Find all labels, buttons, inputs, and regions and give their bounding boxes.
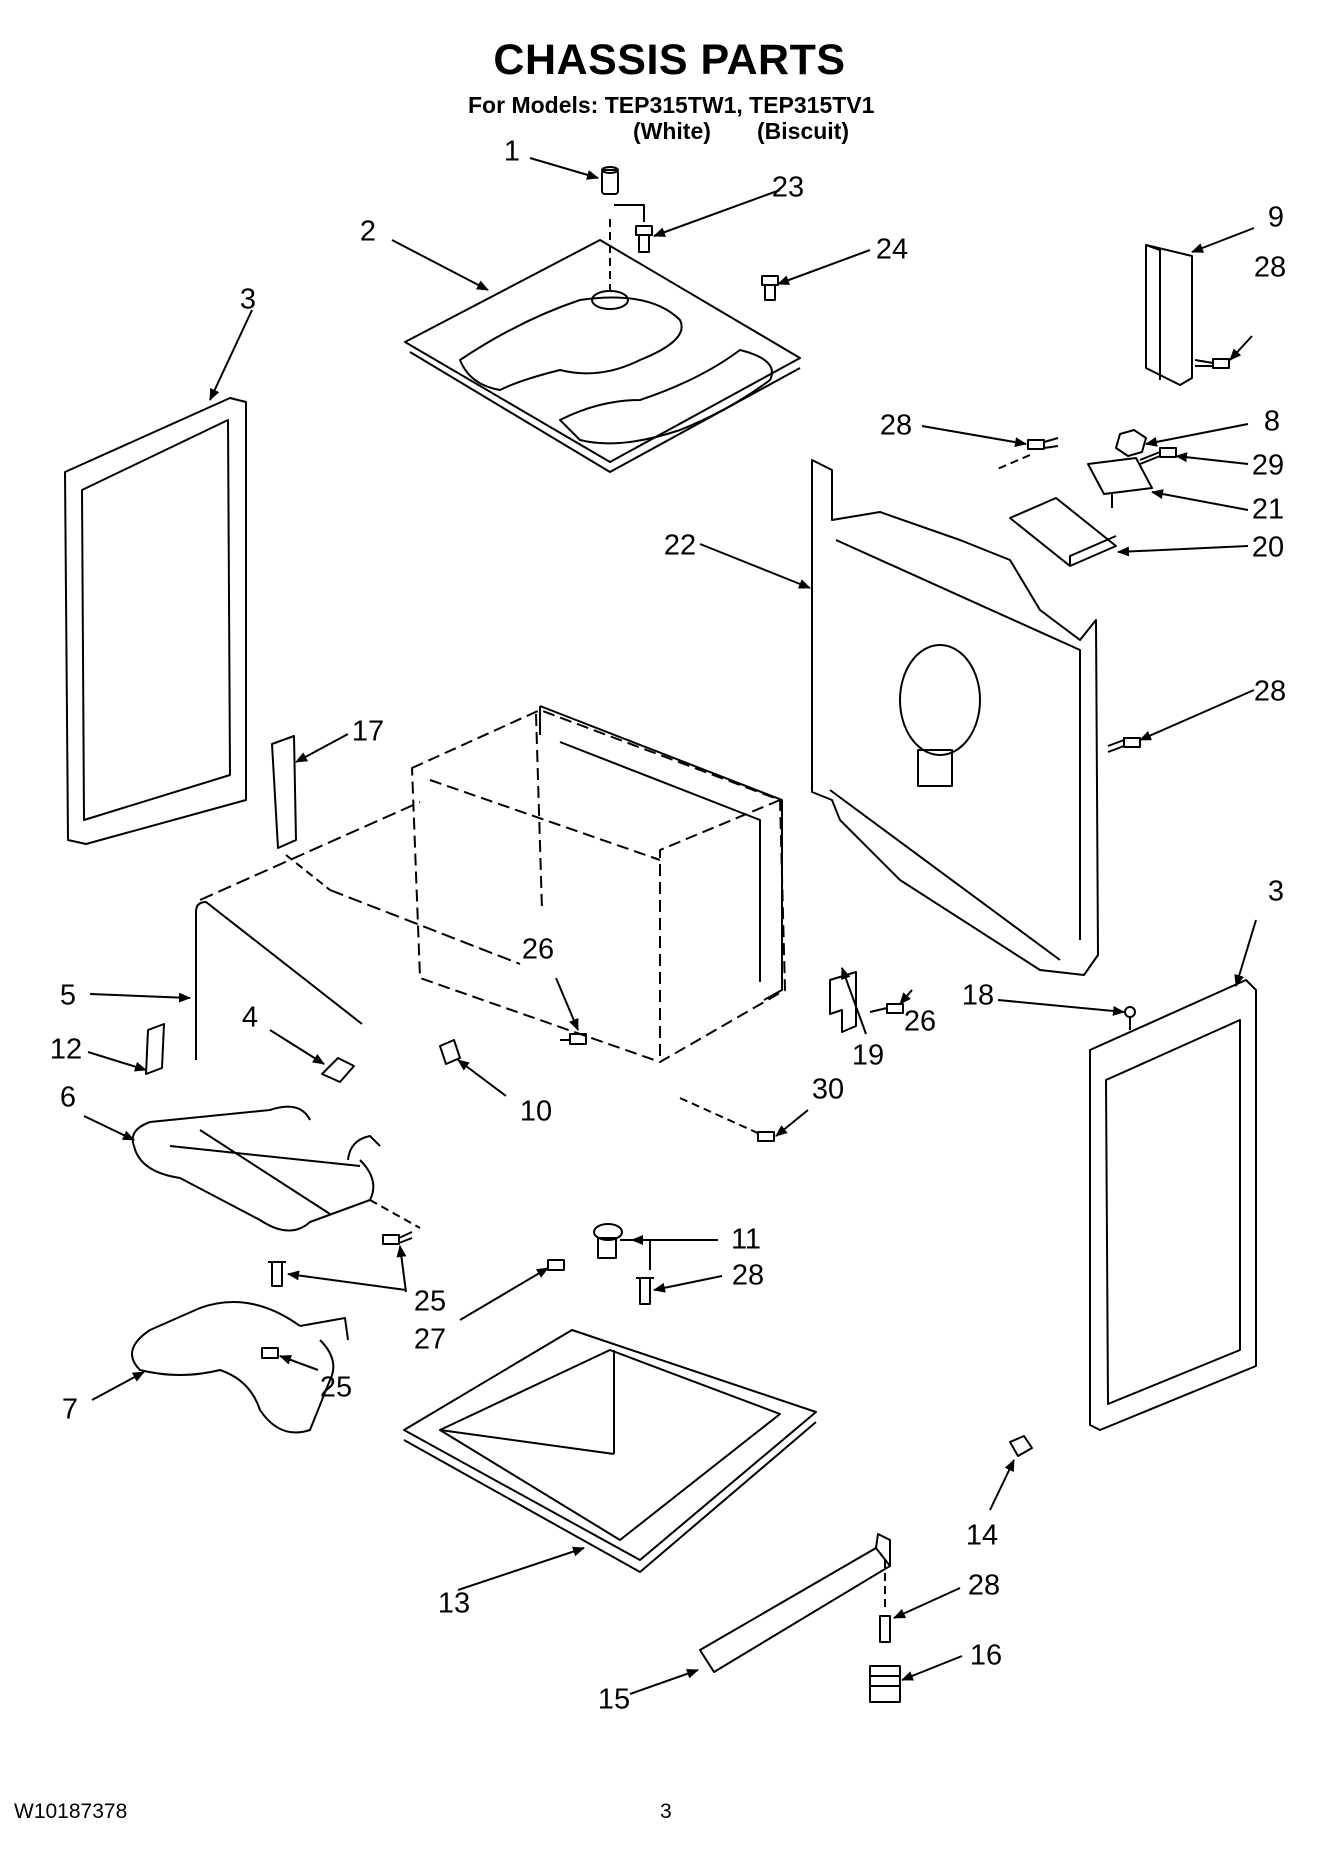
- callout-27: 27: [413, 1323, 447, 1356]
- screw-23-part: [614, 204, 653, 253]
- screw-28-back-part: [1107, 737, 1141, 753]
- callout-28-e: 28: [967, 1569, 1001, 1602]
- screw-25-lower-part: [268, 1261, 286, 1287]
- callout-29: 29: [1251, 449, 1285, 482]
- leveler-16-part: [869, 1665, 901, 1703]
- callout-20: 20: [1251, 531, 1285, 564]
- callout-4: 4: [241, 1001, 259, 1034]
- callout-14: 14: [965, 1519, 999, 1552]
- callout-21: 21: [1251, 493, 1285, 526]
- callout-3-left: 3: [239, 283, 257, 316]
- callout-3-right: 3: [1267, 875, 1285, 908]
- clip-14-part: [1009, 1435, 1033, 1457]
- callout-19: 19: [851, 1039, 885, 1072]
- callout-24: 24: [875, 233, 909, 266]
- screw-30-part: [679, 1097, 775, 1142]
- callout-1: 1: [503, 135, 521, 168]
- rail-15-part: [699, 1533, 891, 1673]
- screw-24-part: [761, 275, 779, 301]
- bracket-21-part: [1087, 457, 1153, 508]
- bake-element-part: [131, 1301, 349, 1434]
- callout-26-b: 26: [903, 1005, 937, 1038]
- pin-18-part: [1124, 1006, 1136, 1030]
- screw-28-lower-part: [636, 1277, 654, 1305]
- color-biscuit-label: (Biscuit): [757, 118, 849, 144]
- callout-17: 17: [351, 715, 385, 748]
- document-number: W10187378: [14, 1800, 128, 1823]
- callout-26-a: 26: [521, 933, 555, 966]
- side-panel-right-part: [1089, 979, 1257, 1431]
- back-panel-part: [811, 459, 1099, 976]
- callout-15: 15: [597, 1683, 631, 1716]
- screw-26-cavity-part: [560, 1033, 587, 1045]
- screw-28-upper-part: [1194, 358, 1230, 369]
- callout-22: 22: [663, 529, 697, 562]
- bracket-17-part: [271, 735, 331, 891]
- callout-9: 9: [1267, 201, 1285, 234]
- wire-5-part: [195, 901, 363, 1060]
- part-10-part: [439, 1039, 461, 1065]
- callout-28-d: 28: [731, 1259, 765, 1292]
- nut-8-part: [1115, 429, 1147, 457]
- bracket-20-part: [1009, 497, 1117, 567]
- callout-5: 5: [59, 979, 77, 1012]
- callout-28-b: 28: [879, 409, 913, 442]
- callout-28-c: 28: [1253, 675, 1287, 708]
- callout-10: 10: [519, 1095, 553, 1128]
- top-panel-part: [404, 215, 801, 473]
- bracket-19-part: [829, 971, 857, 1033]
- bracket-12-part: [145, 1023, 165, 1075]
- callout-13: 13: [437, 1587, 471, 1620]
- broil-element-part: [131, 1105, 381, 1232]
- callout-30: 30: [811, 1073, 845, 1106]
- page-number: 3: [660, 1800, 672, 1823]
- callout-16: 16: [969, 1639, 1003, 1672]
- callout-23: 23: [771, 171, 805, 204]
- leader-lines: [83, 157, 1257, 1695]
- callout-28-a: 28: [1253, 251, 1287, 284]
- callout-25-a: 25: [413, 1285, 447, 1318]
- screw-28-rail-part: [879, 1560, 891, 1643]
- callout-2: 2: [359, 215, 377, 248]
- callout-25-b: 25: [319, 1371, 353, 1404]
- screw-26-right-part: [869, 1003, 904, 1014]
- broil-screw-dash: [369, 1199, 421, 1229]
- callout-11: 11: [730, 1223, 762, 1256]
- callout-6: 6: [59, 1081, 77, 1114]
- drawer-bottom-part: [403, 1329, 817, 1573]
- screw-25-bake-part: [261, 1347, 279, 1359]
- side-panel-left-part: [64, 397, 247, 845]
- color-white-label: (White): [633, 118, 711, 144]
- leader-17-dash: [199, 801, 421, 901]
- screw-27-part: [547, 1259, 565, 1271]
- callout-8: 8: [1263, 405, 1281, 438]
- callout-12: 12: [49, 1033, 83, 1066]
- bracket-9-part: [1145, 244, 1193, 386]
- oven-liner-part: [539, 705, 783, 1001]
- top-stud-part: [601, 166, 619, 195]
- page-title: CHASSIS PARTS: [493, 36, 846, 84]
- screw-25-upper-part: [382, 1231, 413, 1245]
- screw-28-mid-part: [994, 437, 1059, 471]
- oven-cavity-part: [411, 709, 786, 1063]
- clip-4-part: [321, 1057, 355, 1083]
- leader-cavity-dash: [329, 889, 521, 965]
- callout-7: 7: [61, 1393, 79, 1426]
- callout-18: 18: [961, 979, 995, 1012]
- screw-29-part: [1139, 447, 1177, 465]
- valve-11-part: [593, 1223, 651, 1270]
- models-line: For Models: TEP315TW1, TEP315TV1: [468, 92, 875, 118]
